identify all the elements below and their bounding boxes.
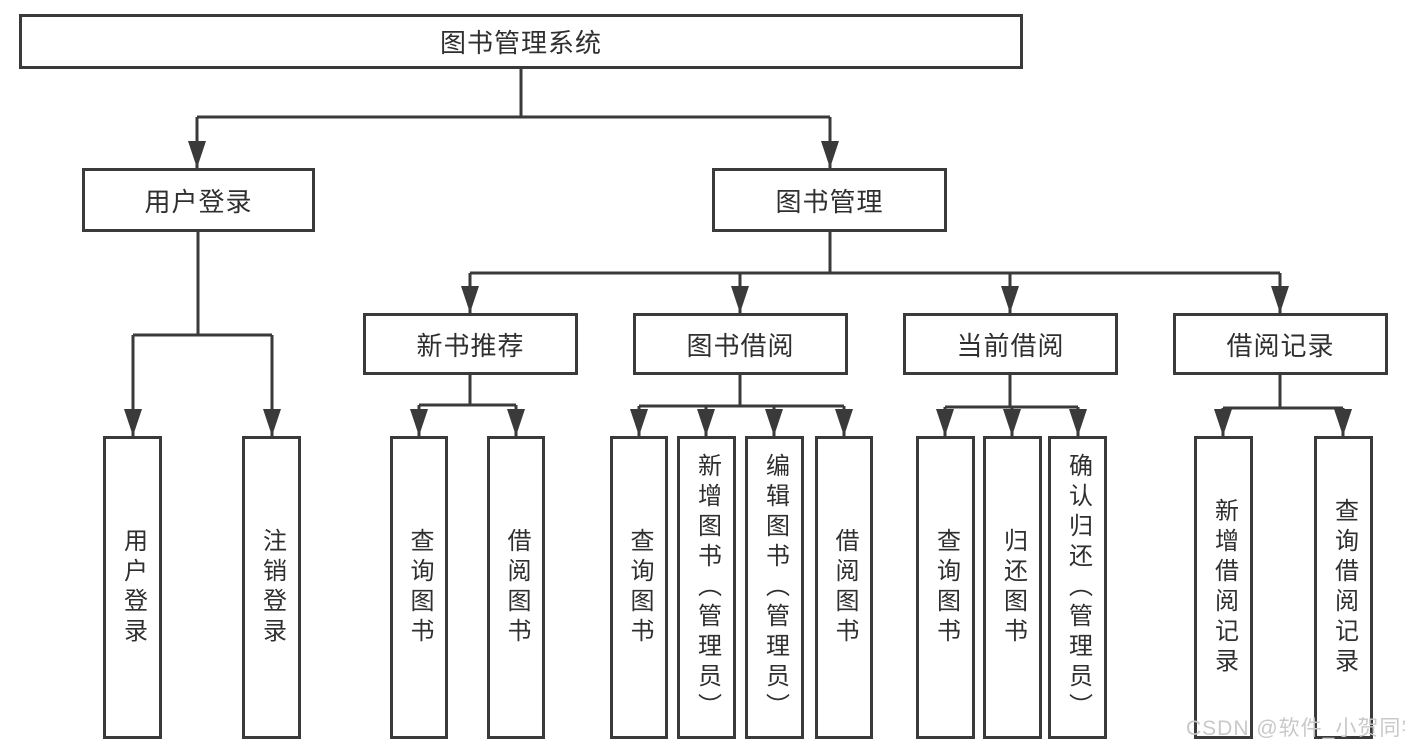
node-root-label: 图书管理系统 <box>439 28 602 58</box>
leaf-user-login-label: 用户登录 <box>119 527 147 648</box>
leaf-recommend-query-books: 查询图书 <box>390 436 448 739</box>
leaf-records-add-record: 新增借阅记录 <box>1194 436 1253 739</box>
node-book-borrow-label: 图书借阅 <box>686 330 795 361</box>
csdn-watermark: CSDN @软件_小贺同学 <box>1186 717 1405 740</box>
node-book-borrow: 图书借阅 <box>633 313 848 375</box>
node-root: 图书管理系统 <box>19 14 1023 69</box>
node-current-borrow: 当前借阅 <box>903 313 1118 375</box>
leaf-borrow-add-books-admin-label: 新增图书（管理员） <box>693 452 721 723</box>
connector-borrow <box>639 375 844 408</box>
leaf-recommend-query-books-label: 查询图书 <box>406 527 433 648</box>
node-borrow-records-label: 借阅记录 <box>1226 330 1335 361</box>
leaf-borrow-edit-books-admin: 编辑图书（管理员） <box>745 436 804 739</box>
leaf-borrow-borrow-books-label: 借阅图书 <box>831 527 858 648</box>
leaf-current-query-books-label: 查询图书 <box>932 527 960 648</box>
leaf-records-query-record-label: 查询借阅记录 <box>1330 497 1358 678</box>
leaf-records-add-record-label: 新增借阅记录 <box>1210 497 1238 678</box>
connector-recommend <box>419 375 516 407</box>
leaf-current-confirm-return-admin-label: 确认归还（管理员） <box>1064 452 1092 723</box>
leaf-borrow-borrow-books: 借阅图书 <box>815 436 873 739</box>
leaf-current-return-books: 归还图书 <box>983 436 1042 739</box>
node-borrow-records: 借阅记录 <box>1173 313 1388 375</box>
connector-user-login <box>133 232 272 337</box>
leaf-borrow-add-books-admin: 新增图书（管理员） <box>677 436 736 739</box>
leaf-borrow-edit-books-admin-label: 编辑图书（管理员） <box>761 452 789 723</box>
node-current-borrow-label: 当前借阅 <box>956 330 1065 361</box>
node-new-book-recommend-label: 新书推荐 <box>416 330 525 361</box>
node-user-login: 用户登录 <box>82 168 315 232</box>
leaf-recommend-borrow-books-label: 借阅图书 <box>503 527 530 648</box>
leaf-user-login: 用户登录 <box>103 436 162 739</box>
leaf-records-query-record: 查询借阅记录 <box>1314 436 1373 739</box>
leaf-current-confirm-return-admin: 确认归还（管理员） <box>1048 436 1107 739</box>
node-book-management-label: 图书管理 <box>775 186 884 217</box>
leaf-logout-label: 注销登录 <box>258 527 286 648</box>
node-new-book-recommend: 新书推荐 <box>363 313 578 375</box>
connector-book-management <box>470 232 1280 275</box>
node-book-management: 图书管理 <box>712 168 947 232</box>
connector-root <box>197 69 830 119</box>
leaf-recommend-borrow-books: 借阅图书 <box>487 436 545 739</box>
connector-records <box>1223 375 1343 410</box>
leaf-current-return-books-label: 归还图书 <box>999 527 1027 648</box>
leaf-borrow-query-books: 查询图书 <box>610 436 668 739</box>
connector-current <box>945 375 1078 409</box>
leaf-logout: 注销登录 <box>242 436 301 739</box>
leaf-current-query-books: 查询图书 <box>916 436 975 739</box>
node-user-login-label: 用户登录 <box>144 186 253 217</box>
leaf-borrow-query-books-label: 查询图书 <box>626 527 653 648</box>
